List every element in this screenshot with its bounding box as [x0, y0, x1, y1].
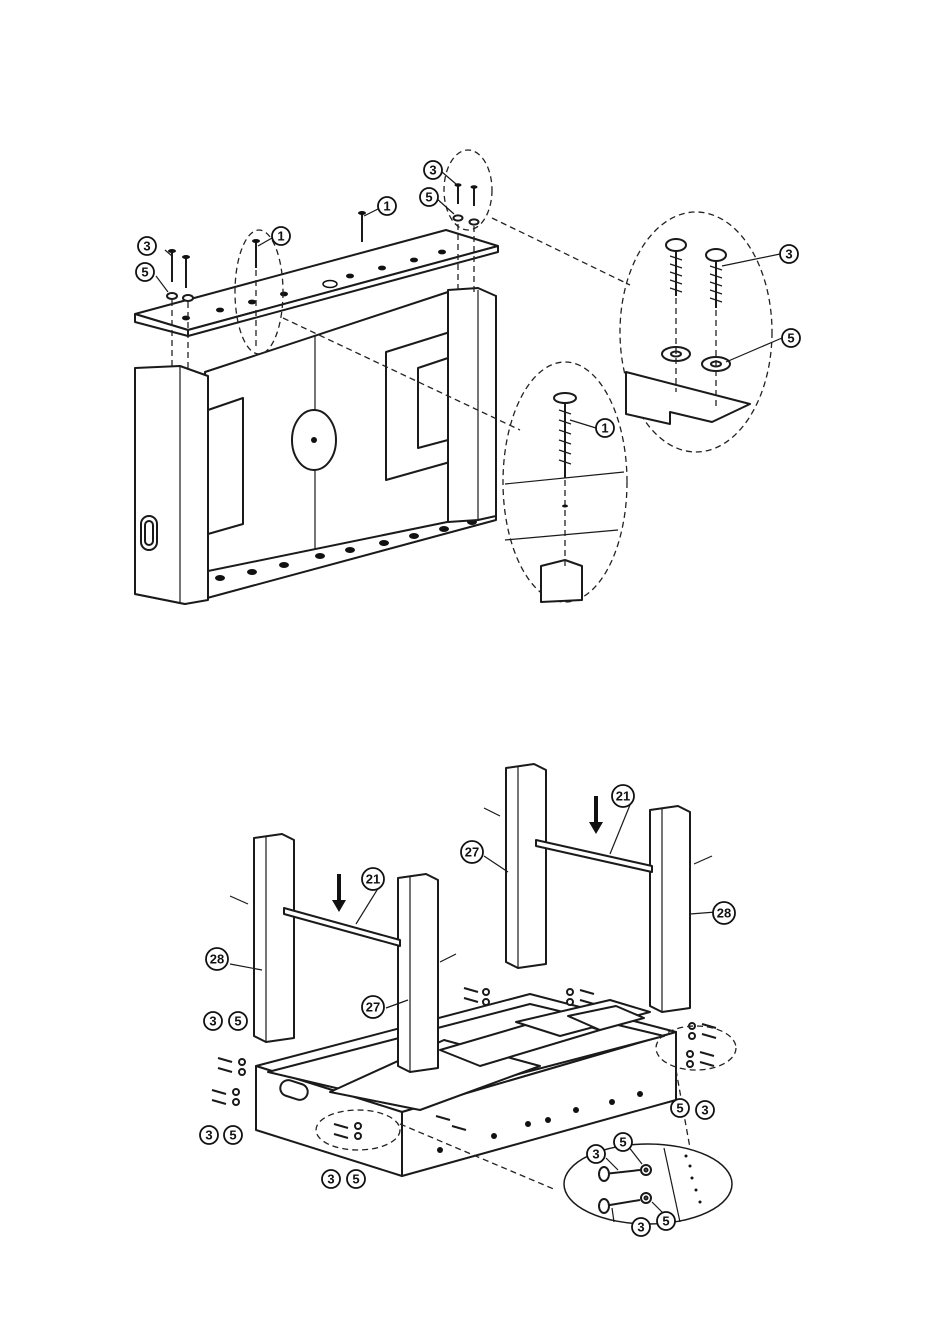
svg-text:5: 5	[619, 1135, 626, 1150]
svg-text:21: 21	[366, 872, 380, 887]
callout-part-27: 27	[461, 841, 483, 863]
svg-text:3: 3	[429, 163, 436, 178]
svg-text:1: 1	[383, 199, 390, 214]
svg-text:3: 3	[592, 1147, 599, 1162]
step2-illustration: 21 21 27 27 28 28 3 5 3 5 3 5 5 3 3 5 3 …	[200, 764, 736, 1236]
callout-part-28: 28	[206, 948, 228, 970]
callout-part-27: 27	[362, 996, 384, 1018]
callout-part-1: 1	[596, 419, 614, 437]
callout-part-3: 3	[424, 161, 442, 179]
callout-part-3: 3	[780, 245, 798, 263]
callout-part-21: 21	[612, 785, 634, 807]
goal-frame-left	[208, 398, 243, 534]
svg-text:3: 3	[209, 1014, 216, 1029]
svg-text:1: 1	[277, 229, 284, 244]
callout-part-3: 3	[632, 1218, 650, 1236]
callout-part-3: 3	[138, 237, 156, 255]
svg-text:5: 5	[662, 1214, 669, 1229]
svg-text:3: 3	[205, 1128, 212, 1143]
callout-part-3: 3	[200, 1126, 218, 1144]
svg-text:28: 28	[210, 952, 224, 967]
detail-short-screws	[620, 212, 772, 452]
callout-part-28: 28	[713, 902, 735, 924]
svg-text:1: 1	[601, 421, 608, 436]
svg-text:3: 3	[785, 247, 792, 262]
svg-text:21: 21	[616, 789, 630, 804]
left-end-post	[135, 366, 208, 604]
svg-text:5: 5	[352, 1172, 359, 1187]
svg-text:5: 5	[229, 1128, 236, 1143]
callout-part-5: 5	[347, 1170, 365, 1188]
callout-part-5: 5	[229, 1012, 247, 1030]
callout-part-5: 5	[657, 1212, 675, 1230]
step1-illustration: 3 5 1 1 3 5 1 3 5	[135, 150, 800, 604]
detail-long-screw	[503, 362, 627, 602]
callout-part-3: 3	[696, 1101, 714, 1119]
svg-text:5: 5	[141, 265, 148, 280]
callout-part-5: 5	[782, 329, 800, 347]
svg-text:5: 5	[425, 190, 432, 205]
callout-part-5: 5	[224, 1126, 242, 1144]
svg-text:3: 3	[701, 1103, 708, 1118]
callout-part-3: 3	[587, 1145, 605, 1163]
svg-text:28: 28	[717, 906, 731, 921]
callout-part-5: 5	[671, 1099, 689, 1117]
detail-highlight-corner-screws	[444, 150, 492, 230]
right-end-post	[448, 288, 496, 522]
callout-part-21: 21	[362, 868, 384, 890]
callout-part-3: 3	[204, 1012, 222, 1030]
svg-text:5: 5	[234, 1014, 241, 1029]
callout-part-1: 1	[272, 227, 290, 245]
svg-text:3: 3	[143, 239, 150, 254]
svg-text:5: 5	[676, 1101, 683, 1116]
callout-part-5: 5	[420, 188, 438, 206]
svg-text:3: 3	[327, 1172, 334, 1187]
callout-part-5: 5	[136, 263, 154, 281]
svg-text:27: 27	[465, 845, 479, 860]
svg-text:3: 3	[637, 1220, 644, 1235]
svg-text:5: 5	[787, 331, 794, 346]
svg-text:27: 27	[366, 1000, 380, 1015]
callout-part-5: 5	[614, 1133, 632, 1151]
callout-part-1: 1	[378, 197, 396, 215]
callout-part-3: 3	[322, 1170, 340, 1188]
